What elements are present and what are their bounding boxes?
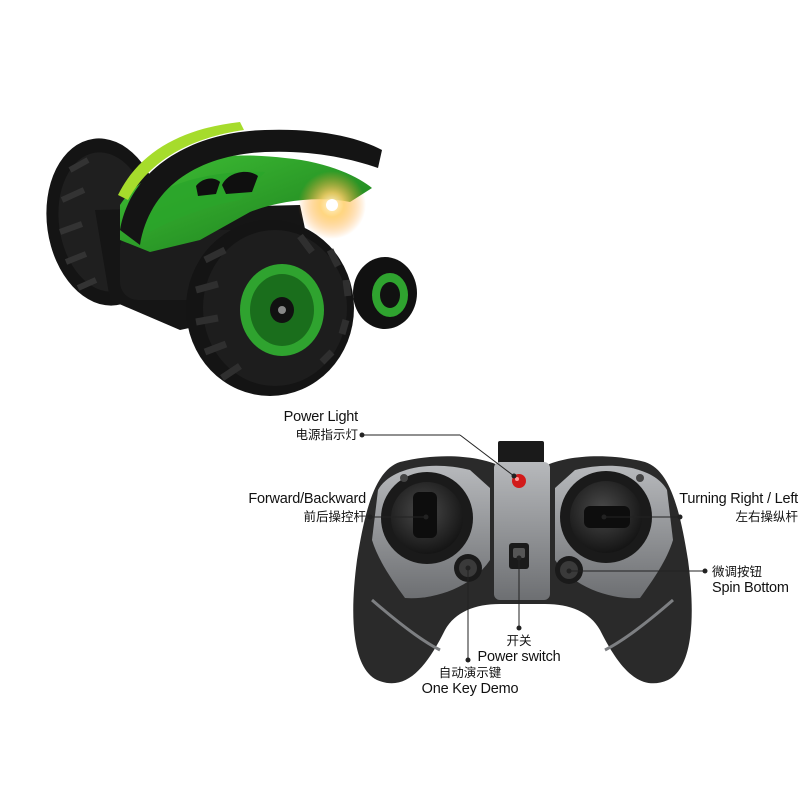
demo-cn: 自动演示键 — [438, 665, 502, 680]
front-tire — [186, 220, 354, 396]
demo-label: 自动演示键 One Key Demo — [420, 664, 520, 698]
power-light-label: Power Light 电源指示灯 — [250, 409, 359, 443]
roll-bar — [120, 129, 382, 245]
power-light-cn: 电源指示灯 — [295, 427, 358, 442]
spin-en: Spin Bottom — [712, 580, 789, 596]
power-light-en: Power Light — [283, 409, 359, 425]
turning-cn: 左右操纵杆 — [735, 509, 798, 524]
turning-label: Turning Right / Left 左右操纵杆 — [668, 491, 798, 525]
power-switch-en: Power switch — [477, 649, 561, 665]
rc-stunt-car — [46, 122, 417, 396]
remote-controller — [353, 441, 692, 684]
turning-en: Turning Right / Left — [679, 491, 798, 507]
forward-backward-en: Forward/Backward — [248, 491, 366, 507]
demo-en: One Key Demo — [421, 681, 519, 697]
center-panel — [494, 462, 550, 600]
car-window — [222, 171, 258, 194]
car-body — [120, 155, 372, 252]
forward-backward-label: Forward/Backward 前后操控杆 — [240, 491, 366, 525]
spin-label: 微调按钮 Spin Bottom — [712, 563, 789, 597]
rear-small-wheel — [353, 257, 417, 329]
spin-cn: 微调按钮 — [712, 564, 763, 579]
power-switch-label: 开关 Power switch — [474, 632, 564, 666]
power-switch-cn: 开关 — [506, 633, 532, 648]
forward-backward-cn: 前后操控杆 — [303, 509, 366, 524]
callout-lines — [359, 432, 708, 663]
